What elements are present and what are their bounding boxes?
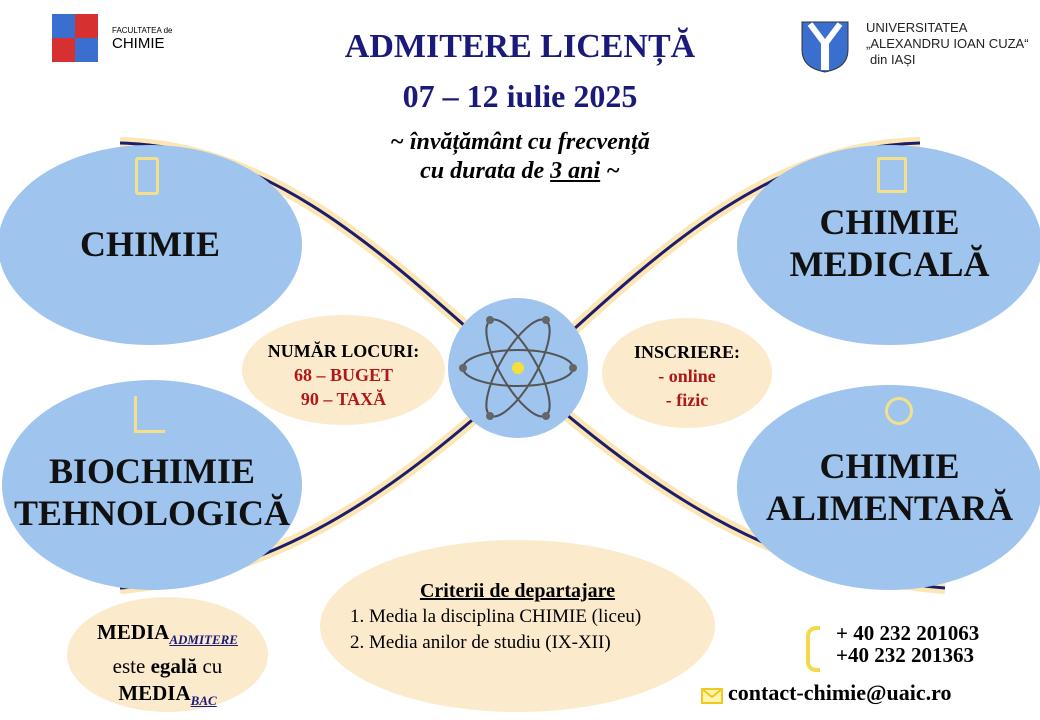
media-word: MEDIA bbox=[118, 681, 191, 706]
subtitle-suffix: ~ bbox=[600, 158, 620, 184]
criteria-title: Criterii de departajare bbox=[419, 580, 616, 602]
university-line1: UNIVERSITATEA bbox=[866, 20, 968, 35]
faculty-label-small: FACULTATEA de bbox=[112, 26, 173, 35]
media-middle-pre: este bbox=[112, 654, 151, 679]
places-title: NUMĂR LOCURI: bbox=[267, 341, 420, 361]
subtitle-prefix: cu durata de bbox=[420, 158, 551, 184]
media-word: MEDIA bbox=[97, 620, 170, 644]
phone-icon bbox=[806, 626, 820, 672]
criteria-item: 1. Media la disciplina CHIMIE (liceu) bbox=[350, 606, 642, 627]
places-budget: 68 – BUGET bbox=[293, 365, 394, 385]
phone-2[interactable]: +40 232 201363 bbox=[836, 643, 974, 667]
registration-info: INSCRIERE: - online - fizic bbox=[602, 340, 772, 412]
criteria-bubble: Criterii de departajare 1. Media la disc… bbox=[320, 540, 715, 712]
faculty-logo bbox=[52, 14, 98, 62]
program-label: CHIMIE bbox=[79, 224, 220, 264]
phone-numbers: + 40 232 201063 +40 232 201363 bbox=[836, 622, 979, 666]
media-middle-post: cu bbox=[197, 654, 223, 679]
atom-icon bbox=[448, 298, 588, 438]
university-line3: din IAȘI bbox=[870, 52, 916, 67]
subtitle-line2: cu durata de 3 ani ~ bbox=[270, 157, 770, 186]
duration: 3 ani bbox=[550, 158, 601, 184]
media-middle-bold: egală bbox=[150, 654, 198, 679]
beaker-icon bbox=[135, 157, 159, 195]
university-name: UNIVERSITATEA „ALEXANDRU IOAN CUZA“ din … bbox=[866, 20, 1029, 68]
places-fee: 90 – TAXĂ bbox=[300, 389, 387, 409]
subtitle-line1: ~ învățământ cu frecvență bbox=[390, 129, 650, 155]
page-title: ADMITERE LICENȚĂ bbox=[344, 28, 696, 65]
program-label-line2: ALIMENTARĂ bbox=[765, 488, 1014, 528]
faculty-label: CHIMIE bbox=[112, 35, 165, 52]
email-link[interactable]: contact-chimie@uaic.ro bbox=[728, 680, 952, 705]
registration-online: - online bbox=[658, 366, 716, 386]
registration-physical: - fizic bbox=[665, 390, 709, 410]
dates: 07 – 12 iulie 2025 bbox=[402, 78, 638, 114]
criteria-item: 2. Media anilor de studiu (IX-XII) bbox=[350, 632, 611, 653]
chart-dna-icon bbox=[134, 396, 165, 433]
places-bubble: NUMĂR LOCURI: 68 – BUGET 90 – TAXĂ bbox=[242, 315, 445, 425]
phone-1[interactable]: + 40 232 201063 bbox=[836, 621, 980, 645]
program-label-line2: TEHNOLOGICĂ bbox=[13, 493, 291, 533]
magnifier-icon bbox=[885, 397, 913, 425]
registration-title: INSCRIERE: bbox=[633, 342, 741, 362]
program-chimie: CHIMIE bbox=[0, 145, 302, 345]
program-label-line1: CHIMIE bbox=[819, 446, 960, 486]
media-sub-admitere: ADMITERE bbox=[169, 632, 238, 648]
registration-bubble: INSCRIERE: - online - fizic bbox=[602, 318, 772, 428]
media-bubble: MEDIAADMITERE este egală cu MEDIABAC bbox=[67, 597, 268, 712]
criteria-list: 1. Media la disciplina CHIMIE (liceu) 2.… bbox=[350, 604, 641, 656]
media-formula: MEDIAADMITERE este egală cu MEDIABAC bbox=[67, 619, 268, 714]
program-label-line1: BIOCHIMIE bbox=[48, 451, 256, 491]
envelope-icon bbox=[701, 688, 723, 704]
university-line2: „ALEXANDRU IOAN CUZA“ bbox=[866, 36, 1029, 51]
study-mode: ~ învățământ cu frecvență cu durata de 3… bbox=[270, 128, 770, 186]
program-label-line2: MEDICALĂ bbox=[789, 244, 990, 284]
test-tubes-icon bbox=[877, 157, 907, 193]
program-label-line1: CHIMIE bbox=[819, 202, 960, 242]
places-info: NUMĂR LOCURI: 68 – BUGET 90 – TAXĂ bbox=[242, 339, 445, 411]
media-sub-bac: BAC bbox=[190, 693, 217, 709]
university-crest-icon bbox=[801, 21, 849, 73]
